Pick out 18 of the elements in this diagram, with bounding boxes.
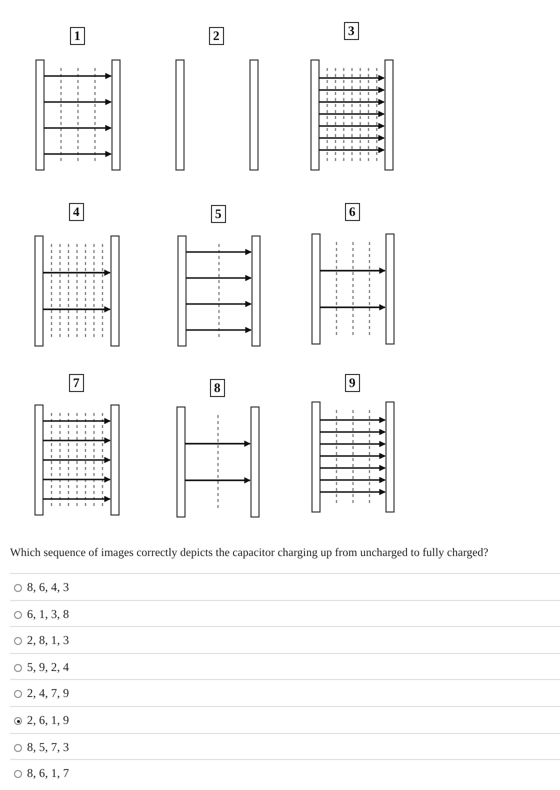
figure-number: 1 xyxy=(70,27,84,45)
answer-option: 6, 1, 3, 8 xyxy=(27,606,69,622)
figure-number: 4 xyxy=(69,203,84,221)
answer-option: 8, 6, 1, 7 xyxy=(27,766,69,782)
answer-option: 5, 9, 2, 4 xyxy=(27,660,69,675)
question-text: Which sequence of images correctly depicts the capacitor charging up from uncharged to fully charged? xyxy=(10,547,488,559)
answer-option: 2, 4, 7, 9 xyxy=(27,686,69,702)
figure-number: 5 xyxy=(211,205,226,223)
figure-number: 2 xyxy=(209,27,224,45)
figure-number: 8 xyxy=(210,379,224,397)
figure-number: 9 xyxy=(345,374,360,392)
figure-number: 3 xyxy=(344,22,358,40)
figure-number: 7 xyxy=(69,374,84,392)
answer-option: 2, 6, 1, 9 xyxy=(27,713,69,728)
answer-option: 8, 6, 4, 3 xyxy=(27,580,69,595)
figure-number: 6 xyxy=(345,203,360,221)
answer-option: 8, 5, 7, 3 xyxy=(27,740,69,755)
answer-option: 2, 8, 1, 3 xyxy=(27,633,69,648)
